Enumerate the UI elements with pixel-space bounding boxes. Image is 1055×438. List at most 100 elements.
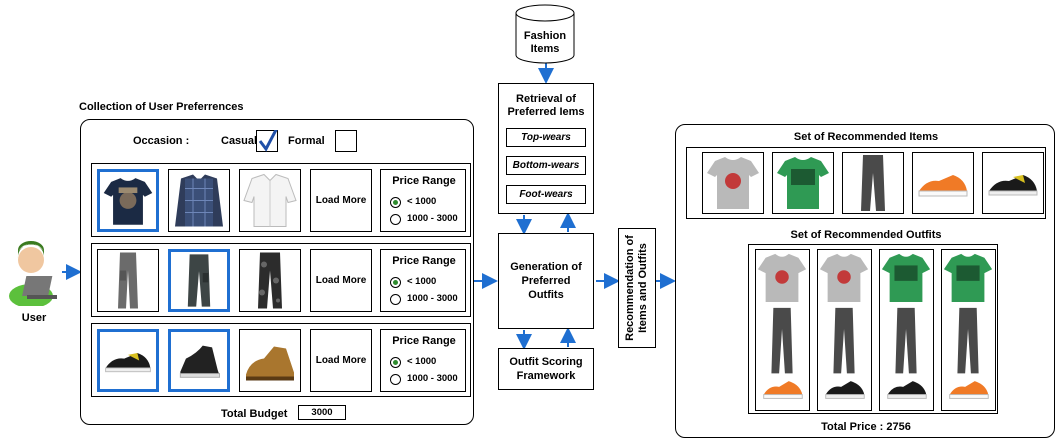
topwear-load-more-button[interactable]: Load More bbox=[310, 169, 372, 232]
db-label-line2: Items bbox=[530, 43, 560, 55]
topwear-item-3[interactable] bbox=[239, 169, 301, 232]
db-label-line1: Fashion bbox=[523, 30, 567, 42]
generation-line1: Generation of bbox=[510, 261, 582, 273]
user-icon bbox=[9, 241, 57, 306]
user-figure: User bbox=[4, 240, 64, 325]
tshirt-grey-image bbox=[707, 157, 759, 209]
casual-label: Casual bbox=[221, 135, 258, 147]
bottomwear-radio-1000-3000[interactable] bbox=[390, 294, 401, 305]
generation-line2: Preferred bbox=[521, 275, 571, 287]
generation-panel: Generation of Preferred Outfits bbox=[498, 233, 594, 329]
outfit-2[interactable] bbox=[817, 249, 872, 411]
retrieval-panel: Retrieval of Preferred Iems Top-wears Bo… bbox=[498, 83, 594, 214]
trousers-grey-image bbox=[118, 252, 138, 309]
results-panel: Set of Recommended Items Set of Recommen… bbox=[675, 124, 1055, 438]
footwear-category: Foot-wears bbox=[506, 185, 586, 204]
formal-label: Formal bbox=[288, 135, 325, 147]
footwear-price-filter: Price Range < 1000 1000 - 3000 bbox=[380, 329, 466, 392]
budget-label: Total Budget bbox=[221, 408, 288, 420]
casual-checkbox[interactable] bbox=[256, 130, 278, 152]
recommended-item-5[interactable] bbox=[982, 152, 1044, 214]
footwear-row: Load More Price Range < 1000 1000 - 3000 bbox=[91, 323, 471, 397]
checkmark-icon bbox=[258, 130, 278, 152]
outfit-1[interactable] bbox=[755, 249, 810, 411]
option-1000-3000: 1000 - 3000 bbox=[407, 213, 458, 224]
footwear-item-1[interactable] bbox=[97, 329, 159, 392]
bottomwear-item-3[interactable] bbox=[239, 249, 301, 312]
arrow-lines bbox=[62, 63, 676, 350]
outfit-4[interactable] bbox=[941, 249, 996, 411]
bottomwear-category: Bottom-wears bbox=[506, 156, 586, 175]
topwear-item-2[interactable] bbox=[168, 169, 230, 232]
retrieval-title-line2: Preferred Iems bbox=[507, 106, 585, 118]
occasion-label: Occasion : bbox=[133, 135, 190, 147]
scoring-line1: Outfit Scoring bbox=[509, 356, 583, 368]
outfit-1-image bbox=[757, 253, 807, 399]
tshirt-green-image bbox=[777, 157, 829, 209]
footwear-item-3[interactable] bbox=[239, 329, 301, 392]
recommended-outfits-title: Set of Recommended Outfits bbox=[790, 229, 942, 241]
bottomwear-row: Load More Price Range < 1000 1000 - 3000 bbox=[91, 243, 471, 317]
sneaker-black-image bbox=[988, 175, 1038, 196]
recommendation-line1: Recommendation of bbox=[624, 235, 636, 341]
option-1000-3000: 1000 - 3000 bbox=[407, 373, 458, 384]
collection-panel: Occasion : Casual Formal Load More Price… bbox=[80, 119, 474, 425]
total-price: Total Price : 2756 bbox=[821, 421, 911, 433]
user-label: User bbox=[21, 312, 47, 324]
footwear-radio-1000-3000[interactable] bbox=[390, 374, 401, 385]
outfit-3[interactable] bbox=[879, 249, 934, 411]
recommended-items-row bbox=[686, 147, 1046, 219]
trousers-dark-image bbox=[187, 254, 211, 307]
topwear-item-1[interactable] bbox=[97, 169, 159, 232]
recommended-items-title: Set of Recommended Items bbox=[793, 131, 939, 143]
recommended-outfits-box bbox=[748, 244, 998, 414]
footwear-load-more-button[interactable]: Load More bbox=[310, 329, 372, 392]
sneaker-orange-image bbox=[918, 175, 968, 197]
outfit-2-image bbox=[819, 253, 869, 399]
recommended-item-1[interactable] bbox=[702, 152, 764, 214]
trousers-dark-image bbox=[861, 155, 885, 211]
topwear-radio-under-1000[interactable] bbox=[390, 197, 401, 208]
budget-input[interactable]: 3000 bbox=[298, 405, 346, 420]
bottomwear-price-filter: Price Range < 1000 1000 - 3000 bbox=[380, 249, 466, 312]
formal-checkbox[interactable] bbox=[335, 130, 357, 152]
shirt-white-image bbox=[243, 173, 297, 227]
bottomwear-radio-under-1000[interactable] bbox=[390, 277, 401, 288]
collection-title: Collection of User Preferrences bbox=[79, 101, 244, 113]
price-range-label: Price Range bbox=[392, 335, 456, 347]
topwear-radio-1000-3000[interactable] bbox=[390, 214, 401, 225]
recommended-item-2[interactable] bbox=[772, 152, 834, 214]
option-under-1000: < 1000 bbox=[407, 356, 437, 367]
trousers-camo-image bbox=[258, 252, 282, 309]
database-icon bbox=[515, 4, 575, 64]
recommended-item-4[interactable] bbox=[912, 152, 974, 214]
bottomwear-item-2[interactable] bbox=[168, 249, 230, 312]
bottomwear-item-1[interactable] bbox=[97, 249, 159, 312]
sneaker-black-image bbox=[105, 353, 151, 373]
topwear-category: Top-wears bbox=[506, 128, 586, 147]
scoring-panel: Outfit Scoring Framework bbox=[498, 348, 594, 390]
recommendation-panel: Recommendation of Items and Outfits bbox=[618, 228, 656, 348]
bottomwear-load-more-button[interactable]: Load More bbox=[310, 249, 372, 312]
option-under-1000: < 1000 bbox=[407, 276, 437, 287]
outfit-4-image bbox=[943, 253, 993, 399]
retrieval-title-line1: Retrieval of bbox=[516, 93, 576, 105]
boot-brown-image bbox=[246, 346, 294, 381]
recommended-item-3[interactable] bbox=[842, 152, 904, 214]
shirt-checked-image bbox=[175, 174, 223, 227]
boot-black-image bbox=[179, 345, 220, 378]
fashion-items-database: Fashion Items bbox=[515, 4, 575, 64]
topwear-price-filter: Price Range < 1000 1000 - 3000 bbox=[380, 169, 466, 232]
option-1000-3000: 1000 - 3000 bbox=[407, 293, 458, 304]
recommendation-line2: Items and Outfits bbox=[637, 243, 649, 333]
tshirt-navy-image bbox=[103, 178, 153, 225]
price-range-label: Price Range bbox=[392, 175, 456, 187]
footwear-item-2[interactable] bbox=[168, 329, 230, 392]
footwear-radio-under-1000[interactable] bbox=[390, 357, 401, 368]
generation-line3: Outfits bbox=[528, 289, 564, 301]
option-under-1000: < 1000 bbox=[407, 196, 437, 207]
topwear-row: Load More Price Range < 1000 1000 - 3000 bbox=[91, 163, 471, 237]
scoring-line2: Framework bbox=[516, 370, 576, 382]
outfit-3-image bbox=[881, 253, 931, 399]
